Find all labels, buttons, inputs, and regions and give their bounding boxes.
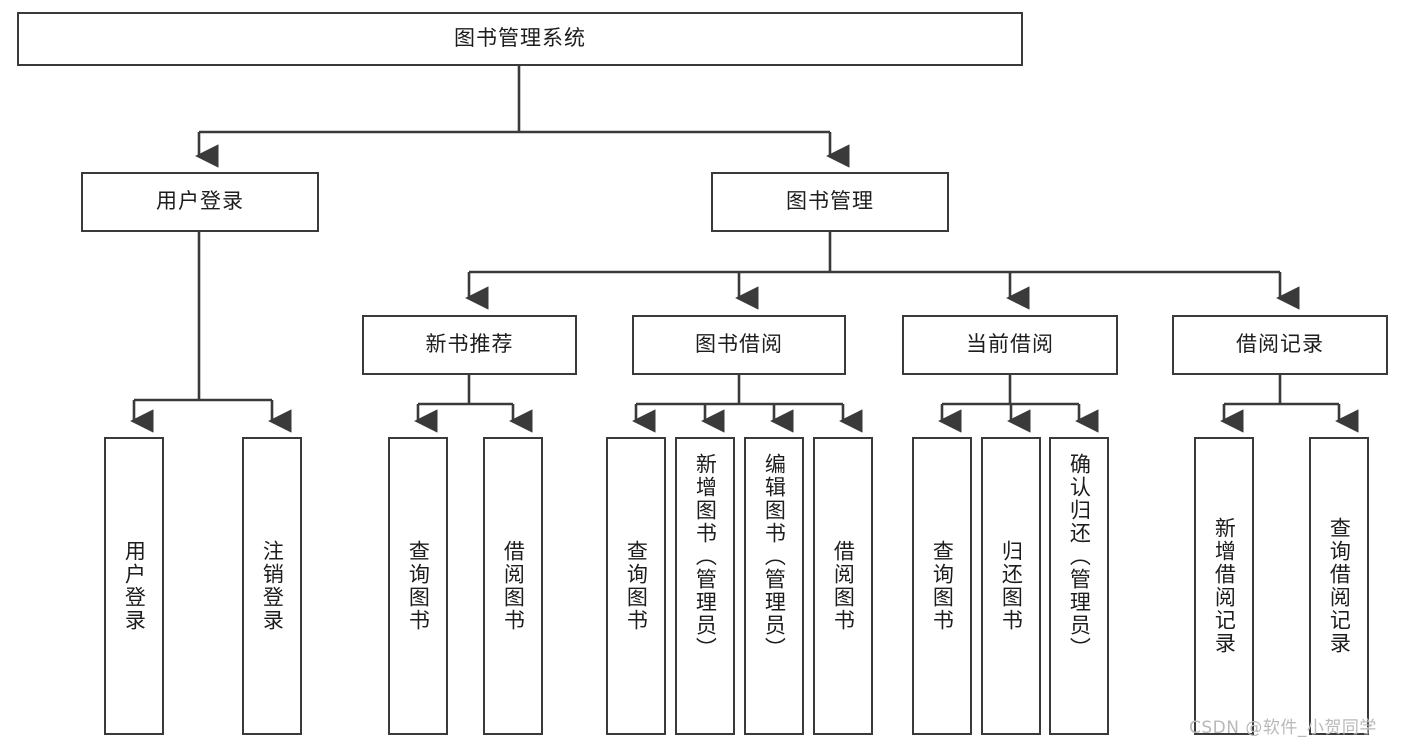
leaf-user-login-logout[interactable]: 注销登录 xyxy=(242,437,302,735)
node-book-management[interactable]: 图书管理 xyxy=(711,172,949,232)
node-book-borrow[interactable]: 图书借阅 xyxy=(632,315,846,375)
leaf-borrow-record-query[interactable]: 查询借阅记录 xyxy=(1309,437,1369,735)
node-root[interactable]: 图书管理系统 xyxy=(17,12,1023,66)
csdn-watermark: CSDN @软件_小贺同学 xyxy=(1189,718,1377,738)
leaf-current-borrow-query[interactable]: 查询图书 xyxy=(912,437,972,735)
leaf-borrow-record-add[interactable]: 新增借阅记录 xyxy=(1194,437,1254,735)
leaf-new-book-query[interactable]: 查询图书 xyxy=(388,437,448,735)
leaf-book-borrow-lend[interactable]: 借阅图书 xyxy=(813,437,873,735)
leaf-book-borrow-add[interactable]: 新增图书（管理员） xyxy=(675,437,735,735)
node-new-book-recommend[interactable]: 新书推荐 xyxy=(362,315,577,375)
leaf-current-borrow-confirm-return[interactable]: 确认归还（管理员） xyxy=(1049,437,1109,735)
leaf-new-book-borrow[interactable]: 借阅图书 xyxy=(483,437,543,735)
leaf-current-borrow-return[interactable]: 归还图书 xyxy=(981,437,1041,735)
leaf-book-borrow-edit[interactable]: 编辑图书（管理员） xyxy=(744,437,804,735)
node-user-login[interactable]: 用户登录 xyxy=(81,172,319,232)
leaf-user-login-login[interactable]: 用户登录 xyxy=(104,437,164,735)
leaf-book-borrow-query[interactable]: 查询图书 xyxy=(606,437,666,735)
node-current-borrow[interactable]: 当前借阅 xyxy=(902,315,1118,375)
node-borrow-record[interactable]: 借阅记录 xyxy=(1172,315,1388,375)
